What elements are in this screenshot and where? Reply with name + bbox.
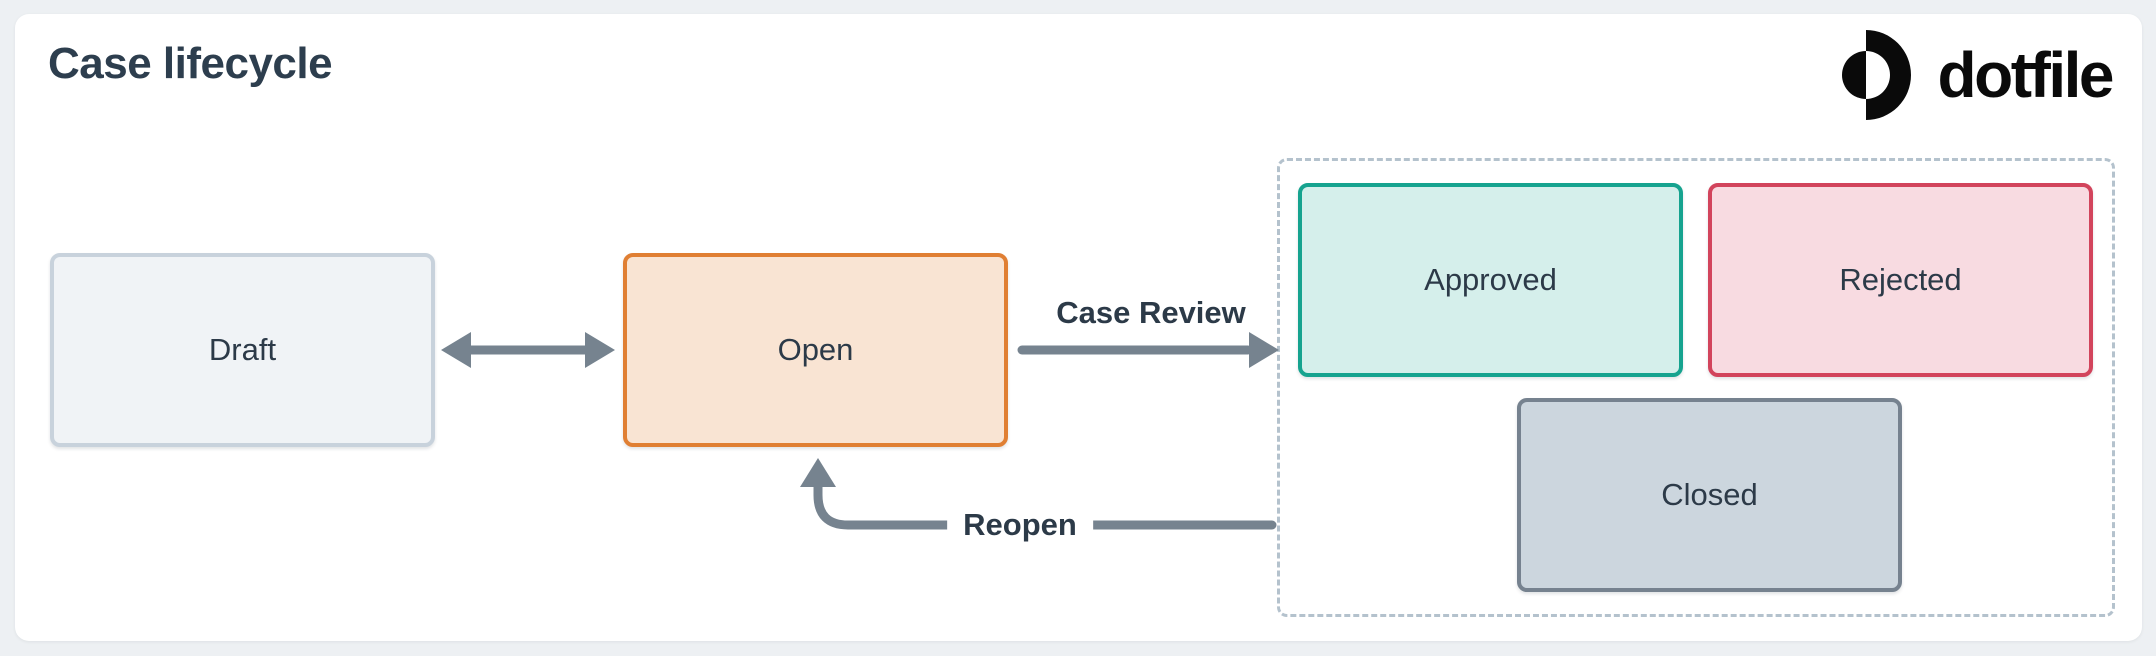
node-rejected-label: Rejected	[1839, 262, 1962, 297]
node-draft-label: Draft	[208, 332, 277, 367]
node-approved: Approved	[1298, 183, 1683, 377]
node-approved-label: Approved	[1424, 262, 1557, 297]
node-open-label: Open	[777, 332, 854, 367]
edge-label-case-review: Case Review	[1056, 295, 1246, 330]
node-rejected: Rejected	[1708, 183, 2093, 377]
node-closed-label: Closed	[1661, 477, 1758, 512]
dotfile-logo-icon	[1841, 30, 1911, 120]
page-title: Case lifecycle	[48, 39, 333, 88]
node-draft: Draft	[50, 253, 435, 447]
node-closed: Closed	[1517, 398, 1902, 592]
dotfile-logo: dotfile	[1838, 28, 2115, 122]
node-open: Open	[623, 253, 1008, 447]
edge-label-reopen: Reopen	[947, 506, 1093, 544]
dotfile-wordmark: dotfile	[1937, 39, 2115, 111]
